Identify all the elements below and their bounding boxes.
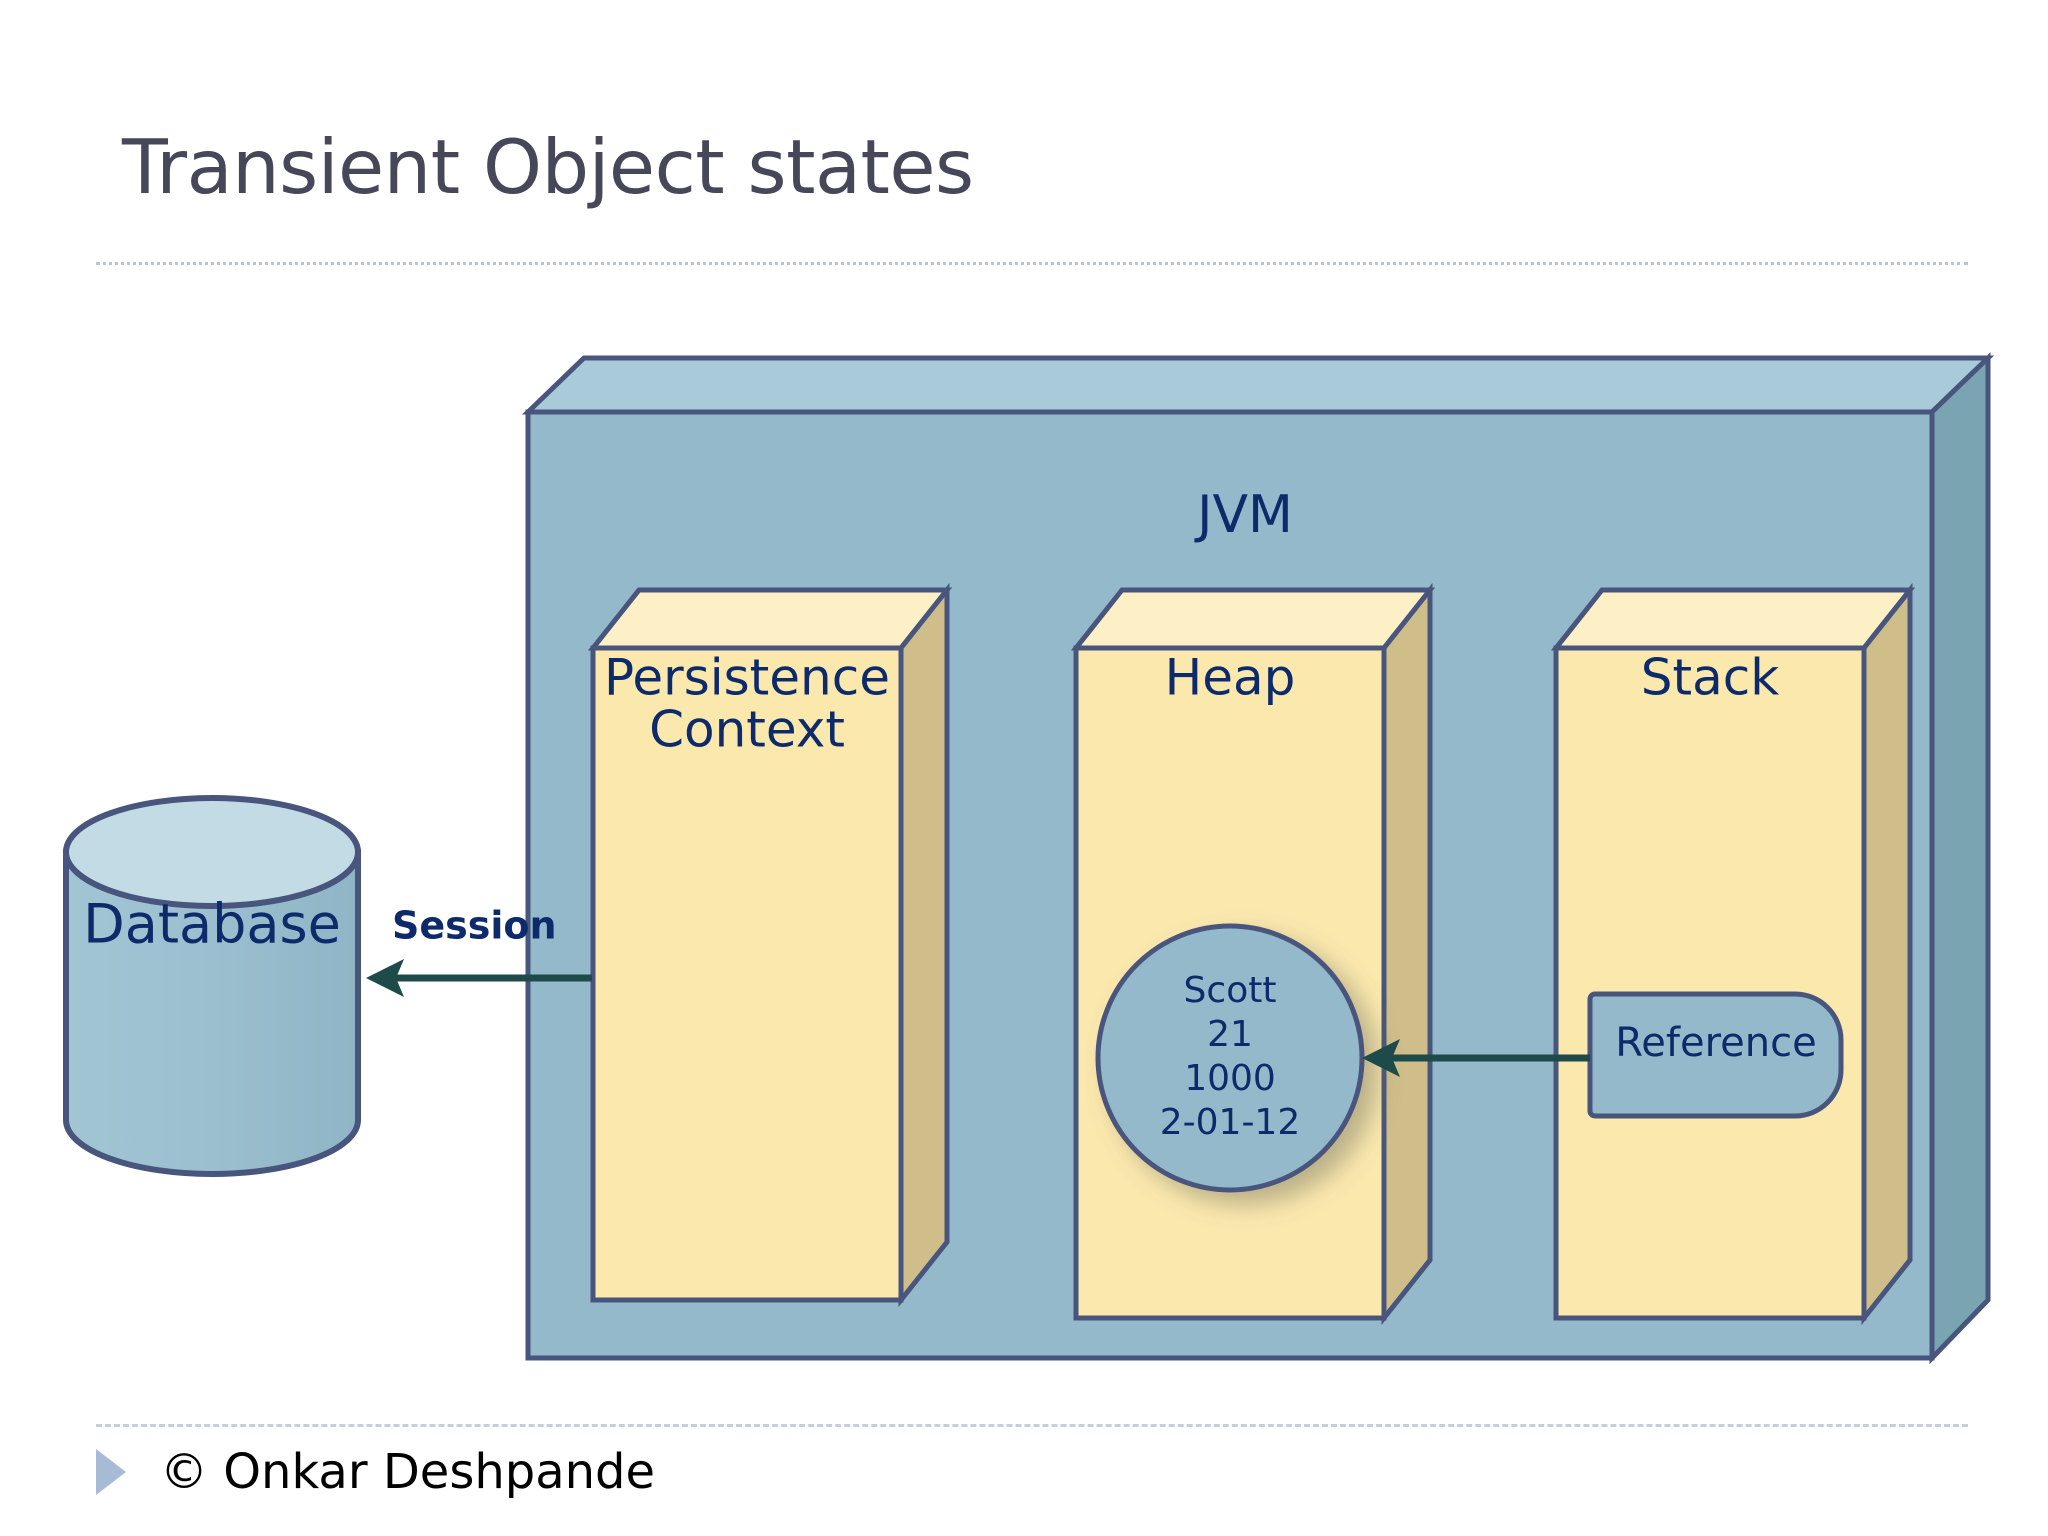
jvm-side-face bbox=[1929, 352, 1991, 1365]
jvm-top-face bbox=[521, 355, 1995, 415]
session-arrow-head bbox=[366, 959, 404, 997]
footer-divider bbox=[96, 1424, 1968, 1427]
stack-side-face bbox=[1861, 582, 1913, 1326]
scott-object-line-2: 1000 bbox=[1184, 1058, 1276, 1099]
title-divider bbox=[96, 262, 1968, 265]
session-label: Session bbox=[392, 904, 557, 948]
persistence-context-label-line1: Persistence bbox=[604, 649, 890, 707]
scott-object-line-0: Scott bbox=[1184, 970, 1277, 1011]
scott-object-line-3: 2-01-12 bbox=[1160, 1102, 1301, 1143]
database-label: Database bbox=[83, 893, 341, 956]
database-body bbox=[63, 849, 361, 1177]
heap-side-face bbox=[1381, 582, 1433, 1326]
reference-connector bbox=[1362, 1039, 1590, 1077]
triangle-right-icon bbox=[96, 1449, 126, 1495]
persistence-context-label-line2: Context bbox=[649, 701, 845, 759]
persistence-context-top-face bbox=[587, 587, 953, 651]
scott-object[interactable]: Scott 21 1000 2-01-12 bbox=[1095, 923, 1365, 1193]
stack-label: Stack bbox=[1641, 649, 1779, 707]
heap-top-face bbox=[1070, 587, 1436, 651]
footer: © Onkar Deshpande bbox=[96, 1444, 655, 1500]
persistence-context-box[interactable]: Persistence Context bbox=[587, 582, 953, 1308]
reference-box[interactable]: Reference bbox=[1587, 991, 1844, 1119]
scott-object-line-1: 21 bbox=[1207, 1014, 1253, 1055]
heap-box[interactable]: Heap Scott 21 1000 2-01-12 bbox=[1070, 582, 1436, 1326]
reference-arrow-head bbox=[1362, 1039, 1400, 1077]
database-top-ellipse bbox=[63, 795, 361, 909]
persistence-context-front-face bbox=[590, 645, 904, 1303]
footer-copyright: © Onkar Deshpande bbox=[160, 1444, 656, 1500]
stack-box[interactable]: Stack Reference bbox=[1550, 582, 1916, 1326]
page-title: Transient Object states bbox=[122, 123, 974, 211]
database-cylinder[interactable]: Database bbox=[63, 795, 361, 1177]
stack-top-face bbox=[1550, 587, 1916, 651]
stack-front-face bbox=[1553, 645, 1867, 1321]
heap-label: Heap bbox=[1165, 649, 1296, 707]
reference-box-shape bbox=[1587, 991, 1844, 1119]
jvm-label: JVM bbox=[1194, 485, 1293, 545]
reference-label: Reference bbox=[1615, 1020, 1816, 1066]
persistence-context-side-face bbox=[898, 582, 950, 1308]
session-connector: Session bbox=[366, 904, 592, 997]
